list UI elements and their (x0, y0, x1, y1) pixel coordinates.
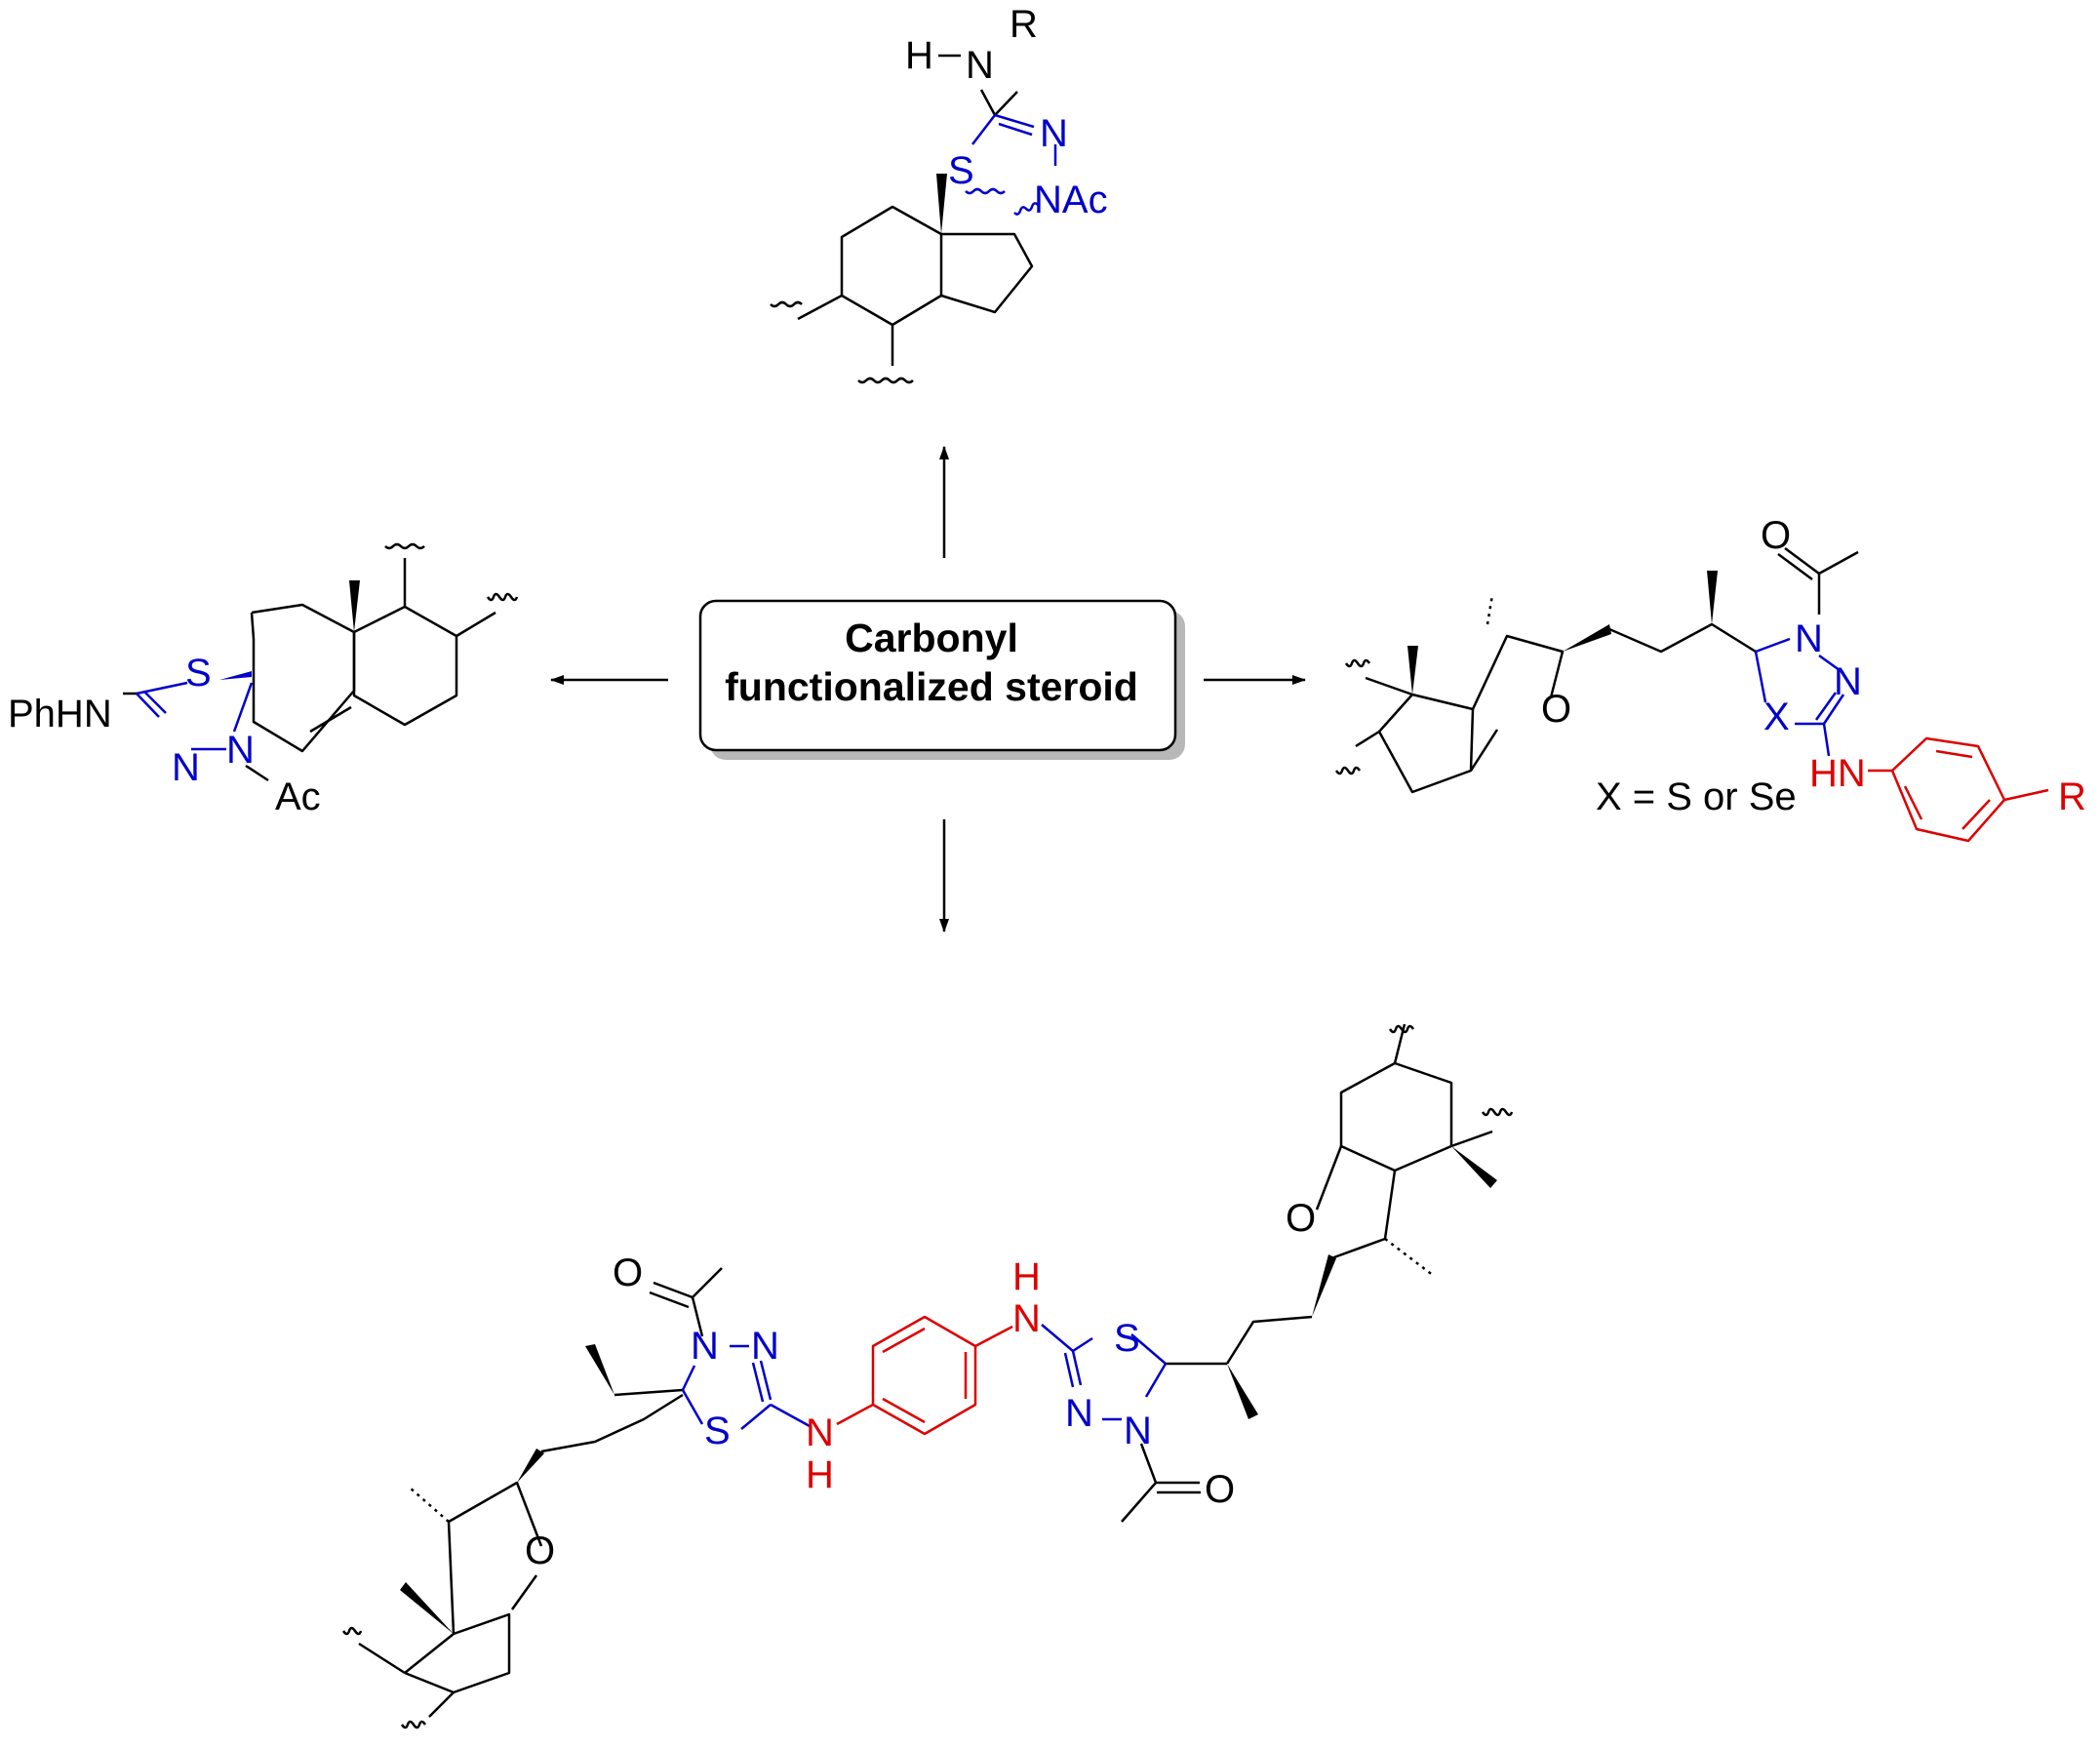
left-s: S (185, 652, 212, 695)
right-x: X (1763, 695, 1790, 738)
bottom-right-s: S (1114, 1317, 1140, 1360)
right-structure (1334, 546, 2049, 843)
left-structure (123, 542, 519, 782)
right-n1: N (1795, 617, 1823, 660)
bottom-left-n1: N (691, 1325, 719, 1368)
top-nac: NAc (1034, 179, 1108, 221)
bottom-right-nh-n: N (1012, 1297, 1041, 1340)
right-o-ring: O (1541, 688, 1571, 731)
bottom-left-n2: N (751, 1325, 779, 1368)
right-x-note: X = S or Se (1596, 775, 1797, 818)
bottom-structure-labels: O O N N S N H H N S N N O O (525, 1197, 1316, 1572)
top-r: R (1010, 3, 1038, 46)
right-n2: N (1834, 660, 1862, 703)
center-box-line2: functionalized steroid (725, 664, 1138, 709)
top-structure-labels: H N R S N NAc (905, 3, 1108, 221)
left-n1: N (172, 746, 200, 789)
left-phhn: PhHN (8, 693, 112, 735)
bottom-right-o-ring: O (1286, 1197, 1316, 1240)
reaction-arrows (550, 446, 1306, 933)
bottom-left-o-carbonyl: O (613, 1251, 643, 1294)
center-box-line1: Carbonyl (845, 616, 1018, 660)
left-structure-labels: PhHN S N N Ac (8, 652, 321, 818)
right-structure-labels: O O N N X HN R X = S or Se (1541, 514, 2086, 818)
right-o-carbonyl: O (1761, 514, 1791, 557)
bottom-right-n1: N (1065, 1392, 1093, 1435)
left-ac: Ac (275, 775, 321, 818)
left-n2: N (226, 729, 255, 772)
bottom-left-o-ring: O (525, 1530, 555, 1572)
center-box: Carbonyl functionalized steroid (698, 599, 1185, 760)
top-s: S (948, 149, 974, 192)
bottom-left-s: S (704, 1410, 731, 1452)
right-r: R (2058, 775, 2086, 818)
top-h: H (905, 34, 933, 77)
top-n-amine: N (966, 44, 994, 87)
top-structure (770, 89, 1057, 384)
bottom-right-nh-h: H (1012, 1255, 1041, 1298)
right-hn: HN (1809, 752, 1866, 795)
bottom-structure (341, 1023, 1514, 1729)
bottom-left-nh-n: N (806, 1411, 834, 1454)
top-n-ring: N (1040, 112, 1068, 155)
bottom-left-nh-h: H (806, 1453, 834, 1496)
bottom-right-o-carbonyl: O (1205, 1468, 1235, 1511)
bottom-right-n2: N (1124, 1410, 1152, 1452)
